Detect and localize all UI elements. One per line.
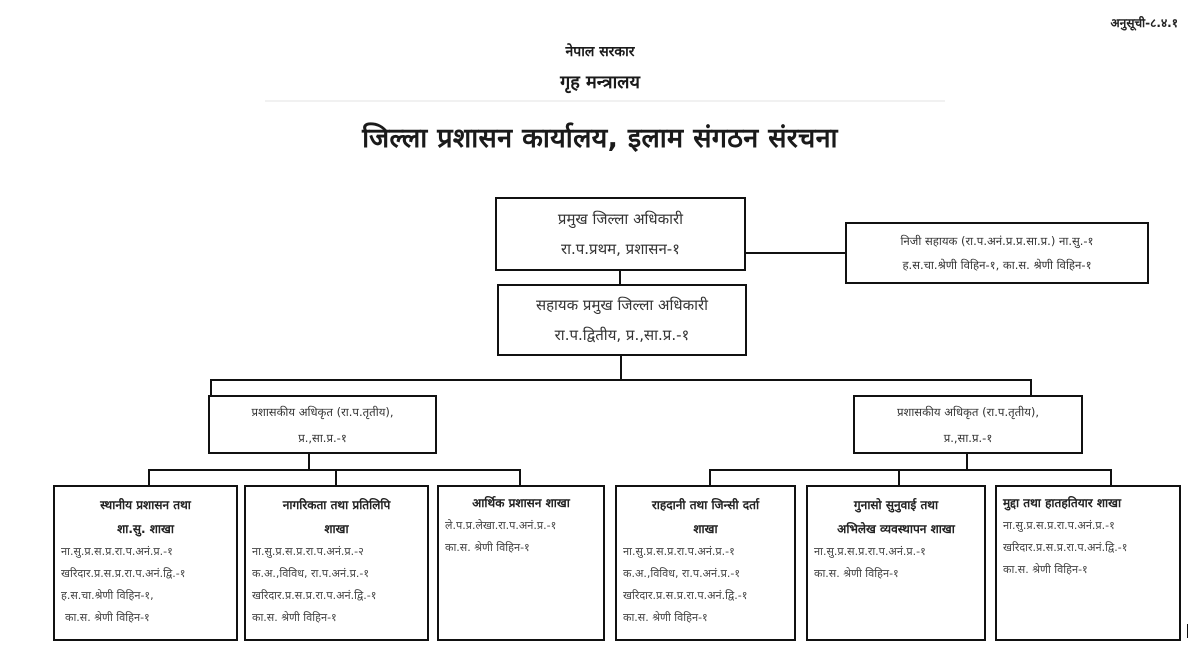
staff-line: ना.सु.प्र.स.प्र.रा.प.अनं.प्र.-१ (61, 545, 173, 558)
staff-line: का.स. श्रेणी विहिन-१ (65, 611, 150, 624)
connector-left-officer (210, 379, 212, 396)
private-assistant-box: निजी सहायक (रा.प.अनं.प्र.प्र.सा.प्र.) ना… (845, 222, 1149, 284)
connector-right-officer (1030, 379, 1032, 396)
faint-divider (265, 100, 945, 102)
staff-line: ना.सु.प्र.स.प्र.रा.प.अनं.प्र.-१ (1003, 519, 1115, 532)
private-assistant-line2: ह.स.चा.श्रेणी विहिन-१, का.स. श्रेणी विहि… (902, 258, 1092, 272)
branch-local-administration: स्थानीय प्रशासन तथा शा.सु. शाखा ना.सु.प्… (53, 485, 238, 641)
assistant-cdo-title: सहायक प्रमुख जिल्ला अधिकारी (535, 296, 709, 314)
branch-name: शाखा (693, 522, 718, 536)
connector-assistant-down (620, 355, 622, 380)
government-name: नेपाल सरकार (565, 44, 635, 60)
branch-name: गुनासो सुनुवाई तथा (853, 498, 939, 512)
branch-name: शाखा (324, 522, 349, 536)
staff-line: का.स. श्रेणी विहिन-१ (445, 541, 530, 554)
staff-line: ना.सु.प्र.स.प्र.रा.प.अनं.प्र.-१ (814, 545, 926, 558)
branch-passport-inventory: राहदानी तथा जिन्सी दर्ता शाखा ना.सु.प्र.… (615, 485, 796, 641)
staff-line: खरिदार.प्र.स.प्र.रा.प.अनं.द्वि.-१ (61, 567, 186, 580)
staff-line: ह.स.चा.श्रेणी विहिन-१, (61, 589, 154, 602)
chief-district-officer-title: प्रमुख जिल्ला अधिकारी (557, 210, 684, 228)
branch-grievance-records: गुनासो सुनुवाई तथा अभिलेख व्यवस्थापन शाख… (806, 485, 986, 641)
branch-name: नागरिकता तथा प्रतिलिपि (282, 498, 391, 512)
staff-line: खरिदार.प्र.स.प्र.रा.प.अनं.द्वि.-१ (623, 589, 748, 602)
staff-line: क.अ.,विविध, रा.प.अनं.प्र.-१ (252, 567, 370, 580)
staff-line: का.स. श्रेणी विहिन-१ (814, 567, 899, 580)
connector-branch-3 (519, 469, 521, 486)
chief-district-officer-box: प्रमुख जिल्ला अधिकारी रा.प.प्रथम, प्रशास… (495, 197, 746, 271)
staff-line: ना.सु.प्र.स.प्र.रा.प.अनं.प्र.-१ (623, 545, 735, 558)
admin-officer-left-line1: प्रशासकीय अधिकृत (रा.प.तृतीय), (251, 404, 394, 419)
assistant-cdo-box: सहायक प्रमुख जिल्ला अधिकारी रा.प.द्वितीय… (497, 284, 747, 356)
connector-left-officer-down (308, 453, 310, 470)
staff-line: खरिदार.प्र.स.प्र.रा.प.अनं.द्वि.-१ (252, 589, 377, 602)
connector-branch-6 (1110, 469, 1112, 486)
staff-line: क.अ.,विविध, रा.प.अनं.प्र.-१ (623, 567, 741, 580)
branch-name: अभिलेख व्यवस्थापन शाखा (837, 522, 955, 536)
branch-name: राहदानी तथा जिन्सी दर्ता (651, 498, 760, 512)
connector-right-branches-bar (709, 469, 1112, 471)
staff-line: का.स. श्रेणी विहिन-१ (252, 611, 337, 624)
staff-line: खरिदार.प्र.स.प्र.रा.प.अनं.द्वि.-१ (1003, 541, 1128, 554)
connector-branch-4 (709, 469, 711, 486)
page-title: जिल्ला प्रशासन कार्यालय, इलाम संगठन संरच… (362, 123, 838, 154)
stray-mark (1187, 624, 1188, 638)
connector-left-branches-bar (148, 469, 521, 471)
branch-name: शा.सु. शाखा (117, 522, 174, 536)
assistant-cdo-post: रा.प.द्वितीय, प्र.,सा.प्र.-१ (554, 326, 690, 344)
admin-officer-right-line2: प्र.,सा.प्र.-१ (943, 430, 993, 445)
admin-officer-right-box: प्रशासकीय अधिकृत (रा.प.तृतीय), प्र.,सा.प… (853, 395, 1083, 454)
connector-branch-2 (335, 469, 337, 486)
chief-district-officer-post: रा.प.प्रथम, प्रशासन-१ (560, 240, 680, 258)
connector-branch-1 (148, 469, 150, 486)
connector-officers-bar (210, 379, 1032, 381)
admin-officer-left-box: प्रशासकीय अधिकृत (रा.प.तृतीय), प्र.,सा.प… (208, 395, 437, 454)
private-assistant-line1: निजी सहायक (रा.प.अनं.प्र.प्र.सा.प्र.) ना… (900, 234, 1094, 248)
staff-line: ले.प.प्र.लेखा.रा.प.अनं.प्र.-१ (445, 519, 557, 532)
staff-line: का.स. श्रेणी विहिन-१ (1003, 563, 1088, 576)
branch-name: स्थानीय प्रशासन तथा (100, 498, 191, 512)
branch-financial-administration: आर्थिक प्रशासन शाखा ले.प.प्र.लेखा.रा.प.अ… (437, 485, 605, 641)
connector-branch-5 (898, 469, 900, 486)
branch-name: मुद्दा तथा हातहतियार शाखा (1003, 496, 1122, 510)
admin-officer-left-line2: प्र.,सा.प्र.-१ (298, 430, 347, 445)
branch-case-arms: मुद्दा तथा हातहतियार शाखा ना.सु.प्र.स.प्… (995, 485, 1181, 641)
staff-line: ना.सु.प्र.स.प्र.रा.प.अनं.प्र.-२ (252, 545, 364, 558)
connector-right-officer-down (966, 453, 968, 470)
connector-head-to-assistant (619, 270, 621, 284)
annex-label: अनुसूची-८.४.१ (1110, 16, 1179, 30)
staff-line: का.स. श्रेणी विहिन-१ (623, 611, 708, 624)
branch-citizenship-copy: नागरिकता तथा प्रतिलिपि शाखा ना.सु.प्र.स.… (244, 485, 429, 641)
ministry-name: गृह मन्त्रालय (560, 72, 640, 93)
connector-head-to-private-assistant (745, 252, 845, 254)
admin-officer-right-line1: प्रशासकीय अधिकृत (रा.प.तृतीय), (896, 404, 1040, 419)
branch-name: आर्थिक प्रशासन शाखा (472, 496, 570, 510)
